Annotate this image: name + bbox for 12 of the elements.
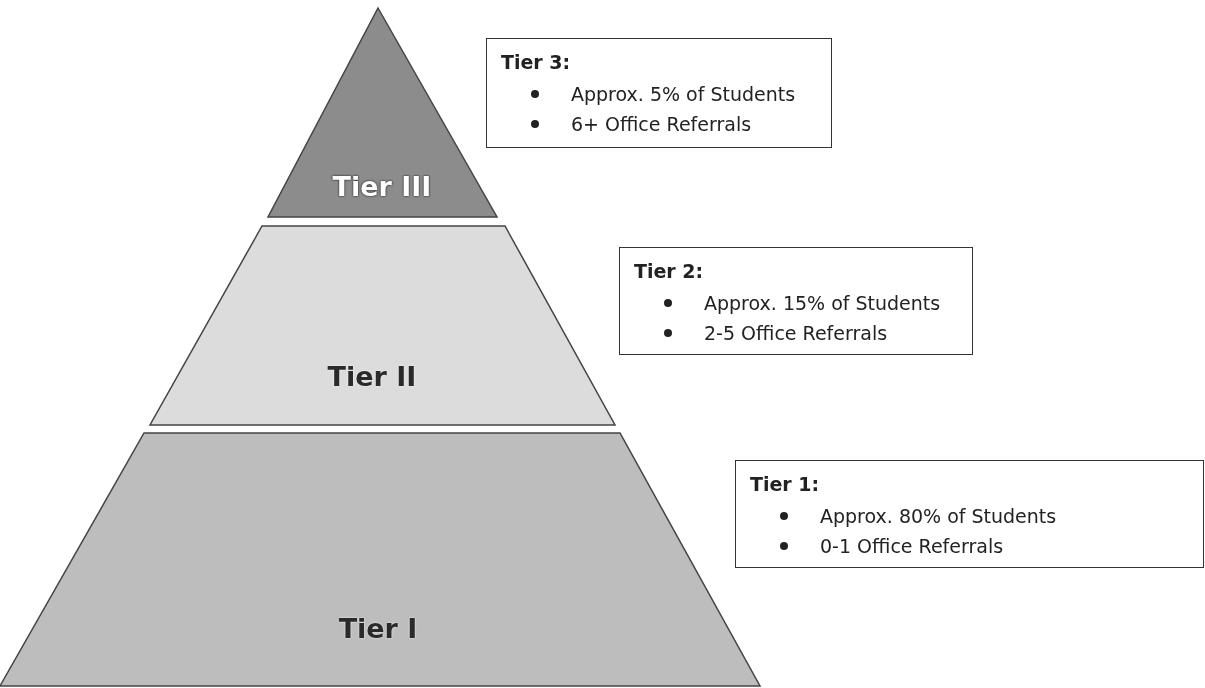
tier-label: Tier III xyxy=(332,170,432,202)
bullet-text: Approx. 5% of Students xyxy=(571,83,796,105)
bullet-text: 2-5 Office Referrals xyxy=(704,322,888,344)
tier-heading: Tier 1: xyxy=(750,473,821,495)
tier-heading: Tier 2: xyxy=(634,260,705,282)
bullet-text: Approx. 80% of Students xyxy=(820,505,1057,527)
tier-heading: Tier 3: xyxy=(501,51,572,73)
tier-label: Tier I xyxy=(338,612,418,644)
bullet-text: 0-1 Office Referrals xyxy=(820,535,1004,557)
tier-label: Tier II xyxy=(327,360,417,392)
bullet-text: 6+ Office Referrals xyxy=(571,113,752,135)
bullet-text: Approx. 15% of Students xyxy=(704,292,941,314)
